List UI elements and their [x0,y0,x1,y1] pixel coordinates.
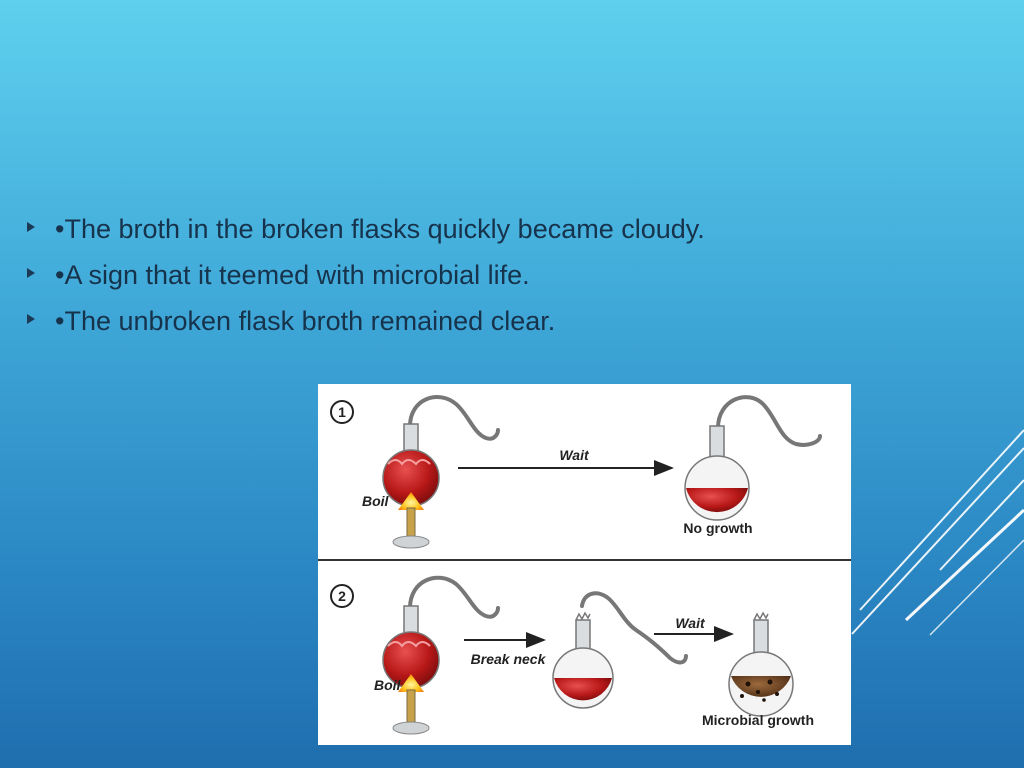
decorative-lines [851,429,1024,636]
no-growth-label: No growth [683,520,752,536]
step-number-1: 1 [338,404,346,420]
bullet-text: •A sign that it teemed with microbial li… [55,260,530,290]
bullet-item: •The broth in the broken flasks quickly … [24,212,724,246]
sterile-flask [684,395,822,521]
bullet-item: •The unbroken flask broth remained clear… [24,304,724,338]
bullet-text: •The unbroken flask broth remained clear… [55,306,556,336]
boil-label: Boil [362,493,390,509]
bullet-list: •The broth in the broken flasks quickly … [24,212,724,350]
bullet-arrow-icon [24,258,38,284]
step-number-circle [330,400,354,424]
break-neck-label: Break neck [471,651,547,667]
microbial-growth-label: Microbial growth [702,712,814,728]
bullet-item: •A sign that it teemed with microbial li… [24,258,724,292]
swan-neck-flask-figure: 1 Boil Wait No growth 2 [318,384,851,745]
boil-label: Boil [374,677,402,693]
wait-label: Wait [675,615,706,631]
boiling-flask-1 [382,395,500,549]
figure-illustration: 1 Boil Wait No growth 2 [318,395,851,735]
bullet-arrow-icon [24,212,38,238]
boiling-flask-2 [382,575,500,735]
step-number-circle [330,584,354,608]
broken-neck-flask [552,591,688,709]
wait-label: Wait [559,447,590,463]
bullet-text: •The broth in the broken flasks quickly … [55,214,705,244]
contaminated-flask [728,611,794,717]
bullet-arrow-icon [24,304,38,330]
step-number-2: 2 [338,588,346,604]
